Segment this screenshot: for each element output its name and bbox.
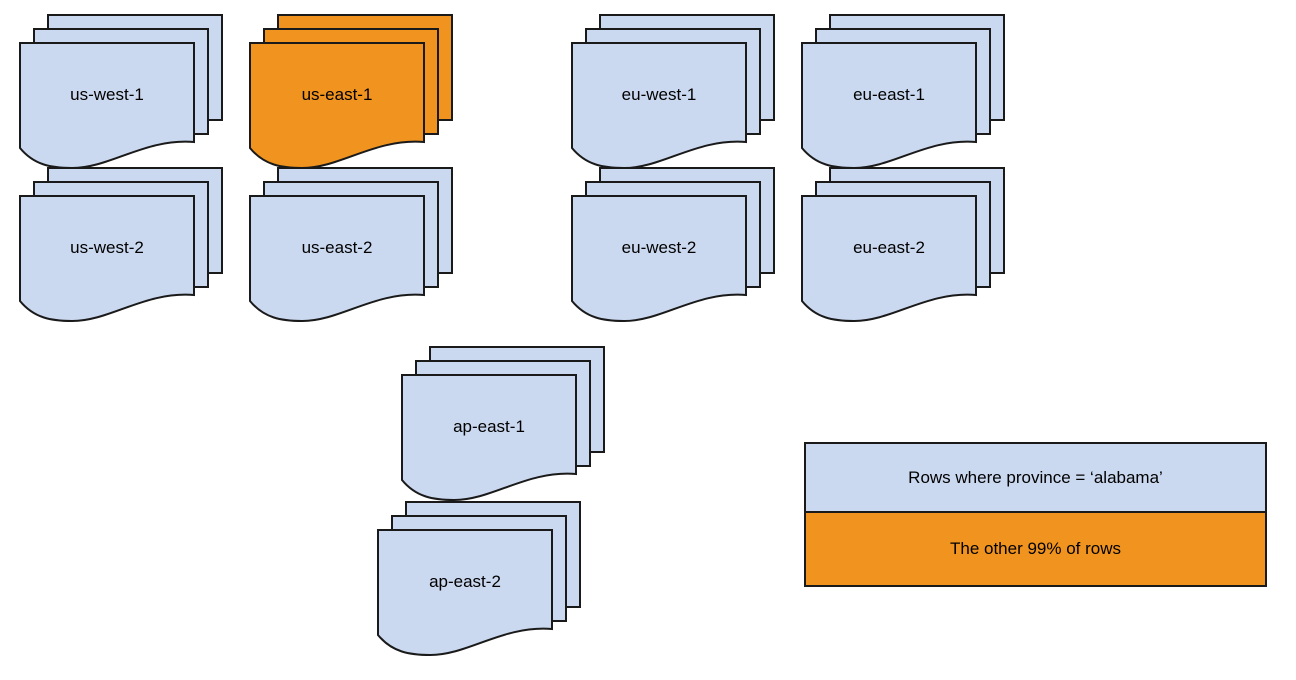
document-stack-eu-east-2[interactable] [800, 166, 1008, 325]
document-stack-shape-us-east-2 [249, 167, 453, 323]
document-stack-eu-west-1[interactable] [570, 13, 778, 172]
document-sheet [571, 42, 747, 170]
document-stack-eu-east-1[interactable] [800, 13, 1008, 172]
document-stack-ap-east-1[interactable] [400, 345, 608, 504]
document-stack-shape-us-west-2 [19, 167, 223, 323]
document-sheet [249, 42, 425, 170]
document-stack-shape-ap-east-2 [377, 501, 581, 657]
legend-row-orange: The other 99% of rows [806, 513, 1265, 585]
document-stack-us-west-2[interactable] [18, 166, 226, 325]
document-stack-shape-eu-east-1 [801, 14, 1005, 170]
document-sheet [249, 195, 425, 323]
legend: Rows where province = ‘alabama’ The othe… [804, 442, 1267, 587]
document-sheet [571, 195, 747, 323]
document-stack-shape-us-west-1 [19, 14, 223, 170]
document-sheet [401, 374, 577, 502]
document-stack-us-west-1[interactable] [18, 13, 226, 172]
document-sheet [801, 42, 977, 170]
document-stack-us-east-2[interactable] [248, 166, 456, 325]
document-sheet [19, 195, 195, 323]
document-stack-eu-west-2[interactable] [570, 166, 778, 325]
document-stack-shape-ap-east-1 [401, 346, 605, 502]
document-stack-shape-us-east-1 [249, 14, 453, 170]
legend-row-blue: Rows where province = ‘alabama’ [806, 444, 1265, 513]
document-sheet [19, 42, 195, 170]
document-stack-shape-eu-west-1 [571, 14, 775, 170]
document-stack-ap-east-2[interactable] [376, 500, 584, 659]
document-stack-us-east-1[interactable] [248, 13, 456, 172]
document-stack-shape-eu-east-2 [801, 167, 1005, 323]
document-sheet [377, 529, 553, 657]
document-stack-shape-eu-west-2 [571, 167, 775, 323]
document-sheet [801, 195, 977, 323]
